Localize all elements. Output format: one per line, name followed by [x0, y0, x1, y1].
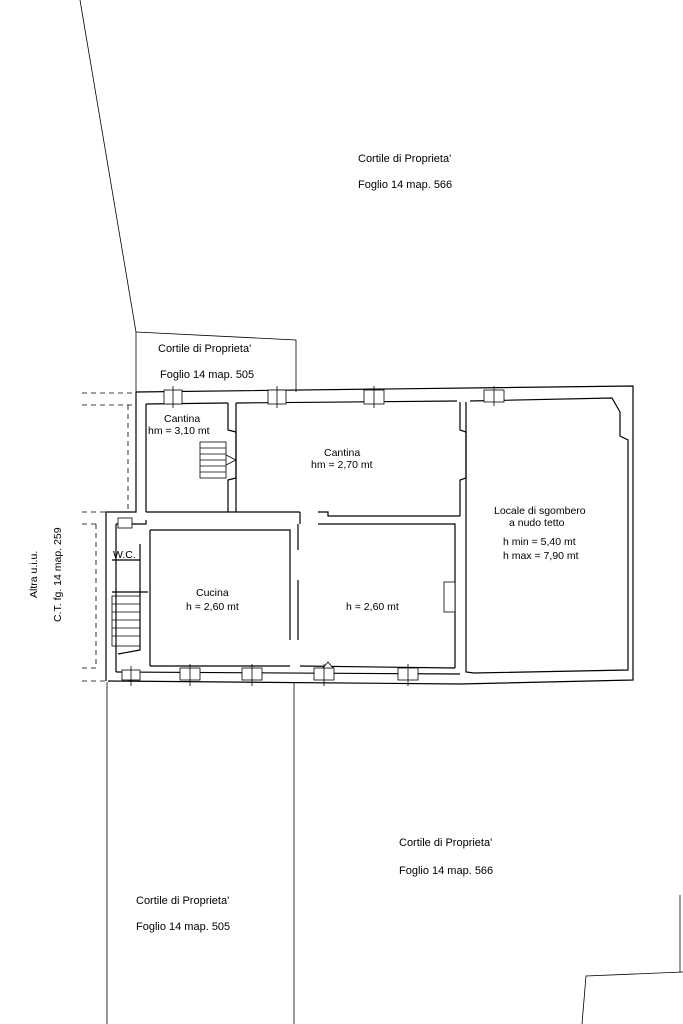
cantina-big-label: Cantina — [324, 447, 360, 459]
windows — [117, 386, 505, 686]
locale-label-line2: a nudo tetto — [509, 517, 565, 529]
courtyard-566-bottom-foglio: Foglio 14 map. 566 — [399, 865, 493, 877]
cucina-height: h = 2,60 mt — [186, 601, 239, 613]
courtyard-505-top-foglio: Foglio 14 map. 505 — [160, 369, 254, 381]
stairs — [111, 441, 237, 647]
locale-hmin: h min = 5,40 mt — [503, 536, 576, 548]
locale-hmax: h max = 7,90 mt — [503, 550, 579, 562]
outer-walls — [105, 385, 634, 685]
altra-ct-label: C.T. fg. 14 map. 259 — [52, 527, 64, 622]
courtyard-505-bottom-title: Cortile di Proprieta' — [136, 895, 229, 907]
property-lines — [79, 0, 683, 1024]
locale-label-line1: Locale di sgombero — [494, 505, 586, 517]
courtyard-top-title: Cortile di Proprieta' — [358, 153, 451, 165]
courtyard-top-foglio: Foglio 14 map. 566 — [358, 179, 452, 191]
cantina-small-height: hm = 3,10 mt — [148, 425, 210, 437]
courtyard-505-bottom-foglio: Foglio 14 map. 505 — [136, 921, 230, 933]
room-height: h = 2,60 mt — [346, 601, 399, 613]
cucina-label: Cucina — [196, 587, 229, 599]
courtyard-566-bottom-title: Cortile di Proprieta' — [399, 837, 492, 849]
neighbour-unit-dashed — [82, 392, 136, 682]
courtyard-505-top-title: Cortile di Proprieta' — [158, 343, 251, 355]
cantina-big-height: hm = 2,70 mt — [311, 459, 373, 471]
altra-uiu-label: Altra u.i.u. — [28, 551, 40, 598]
cantina-small-label: Cantina — [164, 413, 200, 425]
interior-walls — [112, 402, 475, 674]
wc-label: W.C. — [113, 549, 136, 561]
